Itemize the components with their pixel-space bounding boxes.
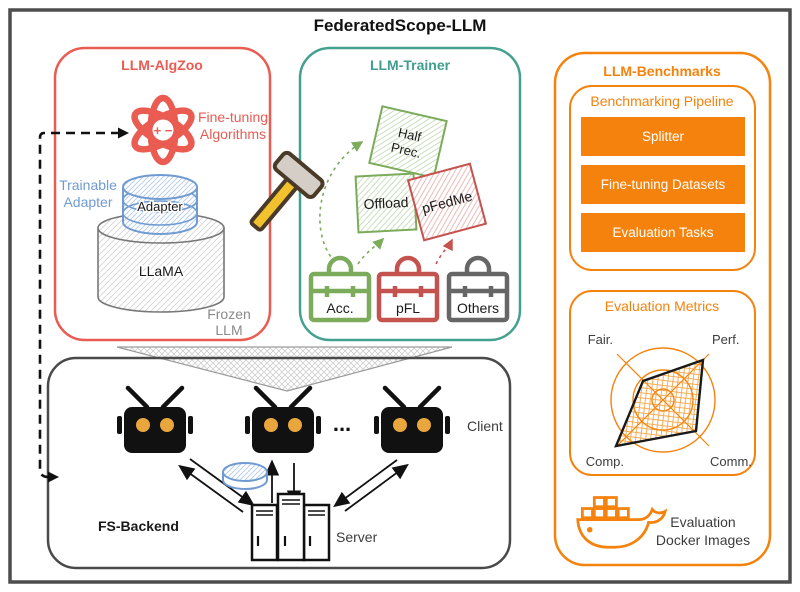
flying-adapter-icon <box>222 462 268 490</box>
benchmarks-box <box>553 51 772 567</box>
client-robot-2-icon <box>245 385 321 453</box>
ellipsis-dots: ... <box>333 411 351 436</box>
hammer-icon <box>249 150 325 232</box>
splitter-bar-label: Splitter <box>642 129 685 144</box>
finetuning-datasets-bar <box>581 165 745 204</box>
radar-chart: Fair. Perf. Comp. Comm. <box>586 332 752 469</box>
feedback-dashed-arrow <box>38 127 129 483</box>
half-prec-label-2: Prec. <box>390 140 423 161</box>
briefcase-acc-label: Acc. <box>326 300 353 316</box>
adapter-stack-icon: Adapter <box>122 174 198 235</box>
briefcase-others-icon <box>446 255 510 323</box>
radar-axis-perf: Perf. <box>712 332 739 347</box>
finetuning-datasets-bar-label: Fine-tuning Datasets <box>601 177 726 192</box>
radar-axis-comm: Comm. <box>710 454 752 469</box>
benchmarks-title: LLM-Benchmarks <box>603 63 721 79</box>
fine-tuning-label-1: Fine-tuning <box>198 109 268 125</box>
briefcase-others-label: Others <box>457 300 499 316</box>
briefcase-pfl-label: pFL <box>396 300 420 316</box>
client-robot-3-icon <box>374 385 450 453</box>
docker-label-1: Evaluation <box>670 514 735 530</box>
briefcase-acc-icon <box>308 255 372 323</box>
radar-axis-fair: Fair. <box>588 332 613 347</box>
briefcase-pfl-icon <box>376 255 440 323</box>
docker-label-2: Docker Images <box>656 532 750 548</box>
server-label: Server <box>336 529 378 545</box>
arrow-pfl-to-pfedme <box>435 238 453 265</box>
client-robot-1-icon <box>117 385 193 453</box>
radar-axis-comp: Comp. <box>586 454 624 469</box>
offload-card: Offload <box>354 172 418 234</box>
trainer-box <box>298 46 522 342</box>
frozen-label-2: LLM <box>215 322 242 338</box>
metrics-title: Evaluation Metrics <box>605 298 719 314</box>
radar-polygon <box>614 358 705 448</box>
trainer-title: LLM-Trainer <box>370 57 451 73</box>
backend-label: FS-Backend <box>98 518 179 534</box>
trainable-label-2: Adapter <box>63 194 112 210</box>
offload-label: Offload <box>363 194 409 212</box>
adapter-label: Adapter <box>137 199 183 214</box>
backend-box <box>46 356 512 570</box>
llama-label: LLaMA <box>139 263 184 279</box>
atom-icon: + − <box>131 94 195 166</box>
frozen-label-1: Frozen <box>207 306 251 322</box>
evaluation-tasks-bar-label: Evaluation Tasks <box>612 225 713 240</box>
server-icon-details <box>256 499 325 546</box>
pipeline-bars: Splitter Fine-tuning Datasets Evaluation… <box>581 117 745 252</box>
metrics-box <box>569 290 756 476</box>
algzoo-title: LLM-AlgZoo <box>121 57 203 73</box>
pipeline-title: Benchmarking Pipeline <box>590 93 733 109</box>
figure-title: FederatedScope-LLM <box>314 16 487 35</box>
trainable-label-1: Trainable <box>59 177 117 193</box>
half-prec-card: Half Prec. <box>368 105 448 179</box>
pipeline-box <box>569 85 756 271</box>
fine-tuning-label-2: Algorithms <box>200 126 266 142</box>
half-prec-label-1: Half <box>397 125 423 145</box>
arrow-acc-to-halfprec <box>319 141 364 263</box>
atom-symbol: + − <box>154 123 173 138</box>
docker-whale-icon <box>576 496 668 549</box>
client-label: Client <box>467 418 503 434</box>
client-server-arrows <box>178 458 409 513</box>
algzoo-box <box>53 46 272 342</box>
pfedme-card: pFedMe <box>406 162 488 242</box>
splitter-bar <box>581 117 745 156</box>
evaluation-tasks-bar <box>581 213 745 252</box>
server-icon <box>250 492 331 562</box>
